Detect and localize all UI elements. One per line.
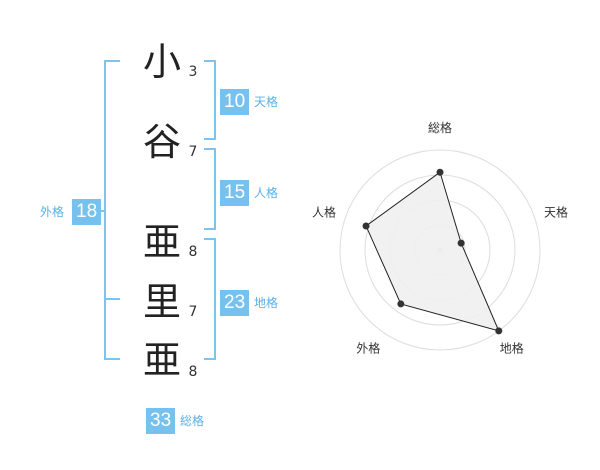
gaikaku-value: 18 [72, 199, 102, 225]
chikaku-value: 23 [220, 290, 250, 316]
jinkaku-label: 人格 [254, 186, 279, 200]
tenkaku-value: 10 [220, 89, 250, 115]
jinkaku-value: 15 [220, 180, 250, 206]
soukaku-value: 33 [146, 408, 176, 434]
radar-ring-4 [339, 149, 541, 351]
name-char-5: 亜 [142, 338, 181, 382]
stroke-count-5: 8 [188, 364, 198, 380]
name-char-4: 里 [142, 280, 181, 324]
jinkaku-bracket [204, 148, 216, 230]
radar-point-4 [397, 300, 405, 308]
chikaku-bracket [204, 238, 216, 360]
name-char-3: 亜 [142, 220, 181, 264]
radar-axis-label-1: 総格 [428, 120, 452, 135]
stroke-count-4: 7 [188, 304, 198, 320]
gaikaku-bracket [104, 60, 120, 360]
radar-point-5 [362, 222, 370, 230]
radar-point-3 [495, 327, 503, 335]
radar-axis-label-2: 天格 [544, 204, 568, 219]
stroke-count-1: 3 [188, 64, 198, 80]
name-char-1: 小 [142, 40, 181, 84]
radar-series-polygon [365, 171, 500, 332]
stroke-count-3: 8 [188, 244, 198, 260]
gaikaku-label: 外格 [40, 205, 65, 219]
radar-axis-label-4: 外格 [356, 341, 380, 356]
tenkaku-label: 天格 [254, 95, 279, 109]
radar-point-2 [457, 239, 465, 247]
name-char-2: 谷 [142, 120, 181, 164]
gaikaku-bracket-mid-tick [104, 298, 120, 300]
radar-axis-label-3: 地格 [500, 341, 524, 356]
radar-point-1 [436, 168, 444, 176]
stroke-count-2: 7 [188, 144, 198, 160]
chikaku-label: 地格 [254, 296, 279, 310]
tenkaku-bracket [204, 60, 216, 140]
radar-axis-label-5: 人格 [312, 204, 336, 219]
soukaku-label: 総格 [180, 414, 205, 428]
